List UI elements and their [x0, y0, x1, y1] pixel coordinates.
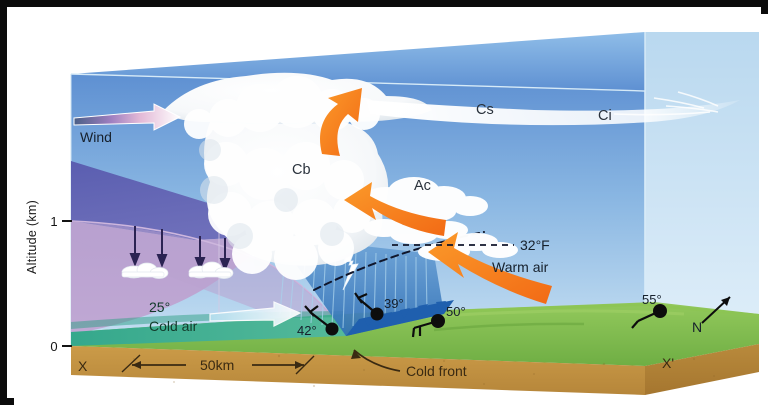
cirrostratus-cirrus-sheet [366, 91, 740, 126]
cloud-label-ac: Ac [414, 178, 431, 194]
cold-air-label: Cold air [149, 318, 198, 334]
cold-front-surface-symbol [346, 300, 454, 336]
scale-right-arrowhead [295, 361, 304, 369]
axis-tick-0: 0 [50, 339, 57, 354]
station-model-55: 55° [631, 292, 667, 329]
cold-air-gust-arrow [209, 301, 302, 327]
wind-arrow-shape [73, 103, 182, 131]
barb-staff [413, 319, 439, 330]
scale-bar: 50km [121, 354, 315, 375]
section-endpoint-x: X [78, 358, 88, 374]
figure-stage: Wind 32°F Cb Ac Cs Ci 25° Cold air Warm … [14, 14, 768, 405]
cumulonimbus-cloud [164, 72, 432, 280]
station-temp-50: 50° [446, 304, 466, 319]
soil-front-face [71, 346, 645, 395]
cold-front-leader-head [351, 350, 361, 359]
weather-block-diagram: Wind 32°F Cb Ac Cs Ci 25° Cold air Warm … [25, 32, 759, 395]
station-model-50: 50° [411, 304, 466, 338]
soil-right-face [645, 344, 759, 395]
north-arrow-head [721, 297, 730, 306]
station-temp-25: 25° [149, 299, 170, 315]
north-label: N [692, 319, 702, 335]
subsidence-arrows-group [121, 226, 234, 279]
scale-bar-label: 50km [200, 357, 234, 373]
barb-feather-1 [411, 327, 416, 338]
ci-wisps [613, 91, 719, 116]
cloud-label-cs: Cs [476, 102, 494, 118]
cold-front-callout: Cold front [351, 349, 467, 379]
barb-feather-2 [304, 305, 315, 317]
gust-arrow-shape [209, 301, 302, 327]
scale-left-arrowhead [132, 361, 141, 369]
altitude-axis: Altitude (km) 1 0 [25, 200, 72, 354]
grass-highlight-2 [433, 322, 585, 332]
scale-tick-right [295, 355, 315, 375]
barb-feather-1 [631, 320, 639, 329]
wind-arrow: Wind [73, 103, 182, 145]
station-temp-55: 55° [642, 292, 662, 307]
cloud-label-ci: Ci [598, 108, 612, 124]
station-model-42: 42° [297, 305, 339, 338]
soil-block [71, 344, 759, 395]
updraft-arrow-middle [344, 182, 446, 236]
updraft-arrows [320, 88, 552, 304]
freezing-level-label: 32°F [520, 237, 550, 253]
cloud-label-cb: Cb [292, 162, 311, 178]
warm-air-label: Warm air [492, 259, 549, 275]
cold-front-leader [353, 349, 401, 372]
front-pips [364, 301, 446, 327]
sky-top-face [71, 32, 759, 91]
station-model-39: 39° [354, 292, 404, 321]
barb-feather-1 [357, 292, 368, 300]
barb-staff [637, 309, 661, 323]
section-endpoint-x-prime: X' [662, 355, 674, 371]
barb-feather-2 [354, 292, 363, 304]
station-temp-39: 39° [384, 296, 404, 311]
cs-sheet [366, 100, 740, 126]
station-temp-42: 42° [297, 323, 317, 338]
barb-feather-1 [309, 305, 319, 313]
fair-weather-clouds [121, 261, 234, 279]
axis-tick-1: 1 [50, 214, 57, 229]
grass-warm-sector [71, 302, 759, 366]
wind-label: Wind [80, 129, 112, 145]
scale-tick-left [121, 354, 141, 373]
front-band [346, 300, 454, 336]
axis-title: Altitude (km) [25, 200, 39, 274]
soil-texture [132, 354, 715, 388]
updraft-arrow-upper [320, 88, 362, 156]
cb-shading [199, 139, 344, 249]
freezing-level-line: 32°F [392, 237, 550, 253]
north-arrow: N [692, 296, 731, 335]
cold-front-label: Cold front [406, 363, 467, 379]
warm-inflow-arrow [428, 232, 552, 304]
